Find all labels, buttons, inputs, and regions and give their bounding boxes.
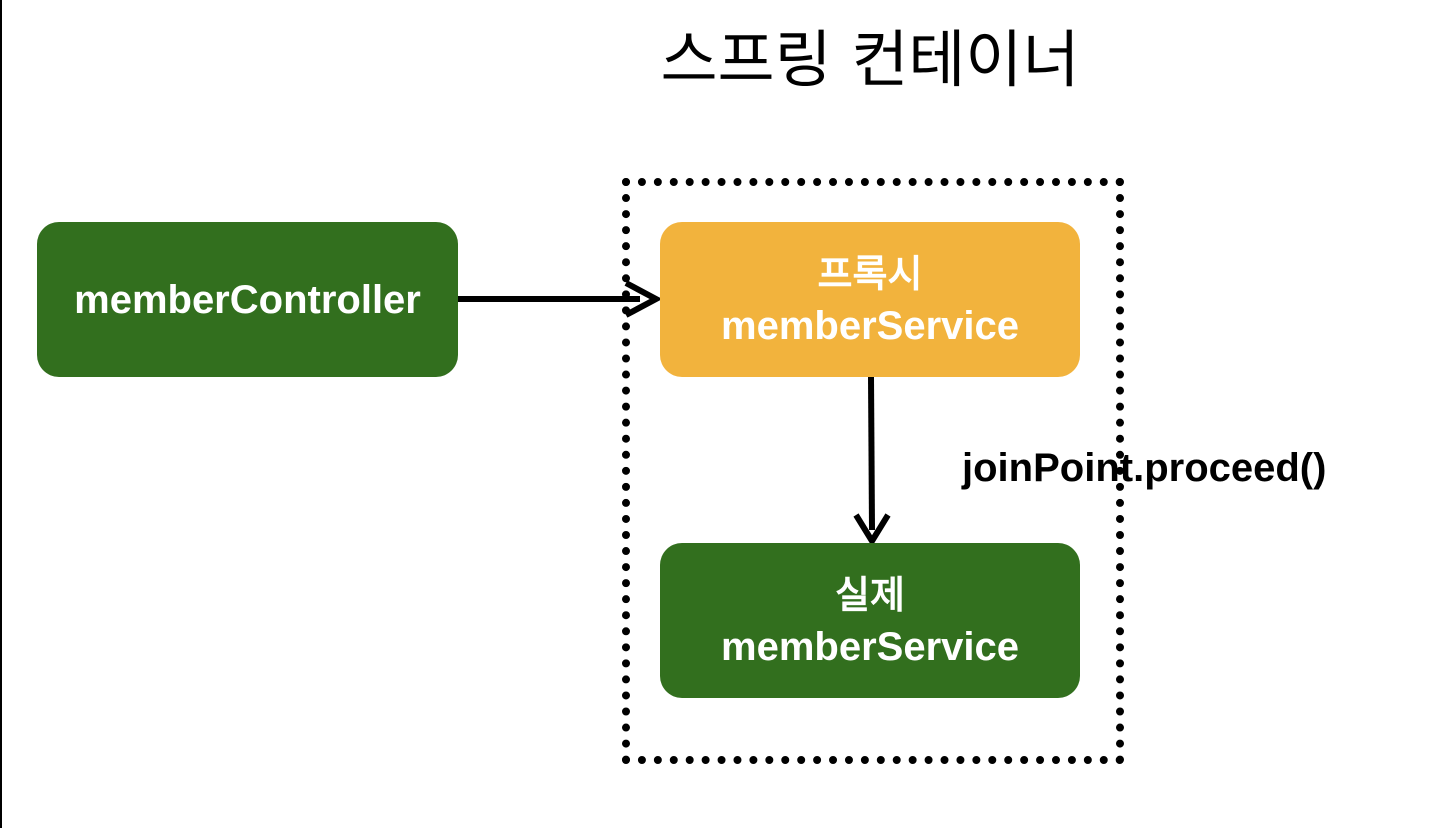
real-member-service-node: 실제 memberService bbox=[660, 543, 1080, 698]
proxy-member-service-node: 프록시 memberService bbox=[660, 222, 1080, 377]
real-service-name: memberService bbox=[721, 624, 1019, 669]
diagram-title: 스프링 컨테이너 bbox=[660, 23, 1080, 96]
arrow-controller-to-proxy-head bbox=[624, 280, 663, 318]
join-point-proceed-label: joinPoint.proceed() bbox=[962, 446, 1327, 490]
arrow-proxy-to-real bbox=[853, 376, 891, 547]
proxy-label: 프록시 bbox=[817, 251, 923, 296]
arrow-proxy-to-real-head bbox=[853, 513, 891, 547]
real-label: 실제 bbox=[835, 572, 905, 617]
member-controller-label: memberController bbox=[74, 277, 421, 322]
proxy-service-name: memberService bbox=[721, 303, 1019, 348]
left-border-line bbox=[0, 0, 2, 828]
spring-container-boundary bbox=[622, 178, 1124, 764]
arrow-controller-to-proxy bbox=[458, 280, 663, 318]
member-controller-node: memberController bbox=[37, 222, 458, 377]
arrow-proxy-to-real-shaft bbox=[868, 376, 875, 531]
